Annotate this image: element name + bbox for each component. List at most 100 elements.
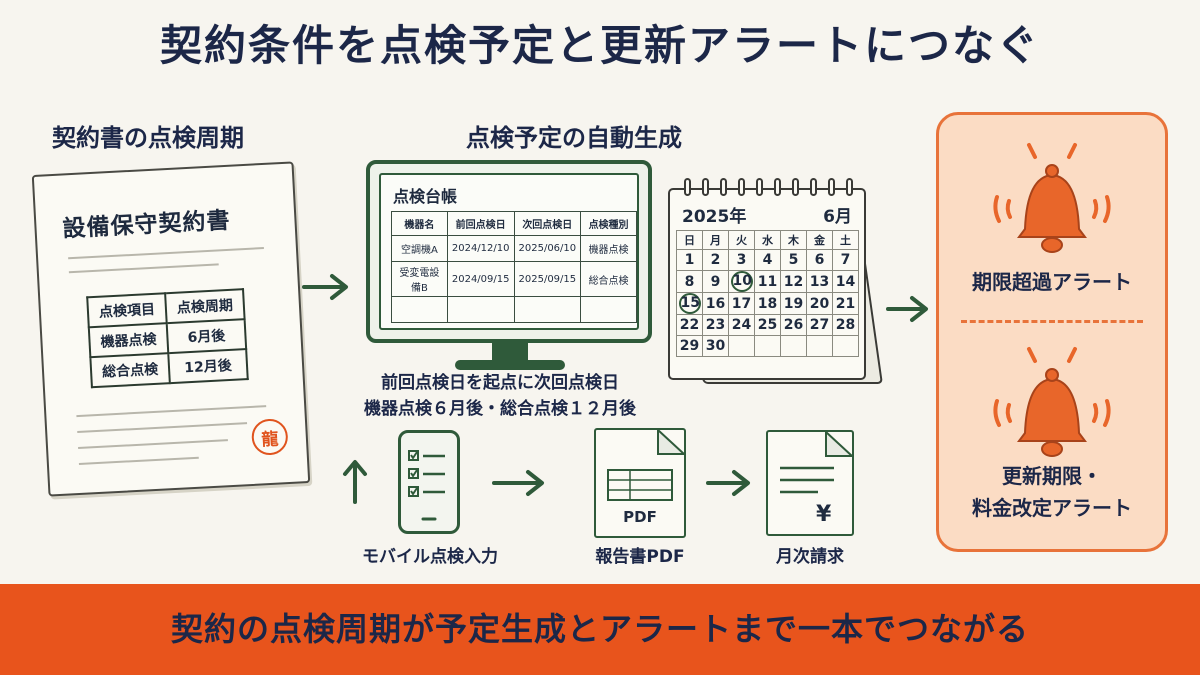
schedule-caption-line2: 機器点検６月後・総合点検１２月後 — [364, 399, 636, 419]
calendar-day: 20 — [806, 292, 833, 315]
yen-icon: ¥ — [816, 502, 832, 527]
calendar-weekday-row: 日月火水木金土 — [676, 230, 859, 250]
pdf-icon-label: PDF — [623, 508, 657, 526]
calendar-day — [780, 335, 807, 357]
table-cell: 総合点検 — [90, 353, 170, 388]
calendar-day-number: 28 — [835, 317, 856, 333]
inspection-cycle-table: 点検項目 点検周期 機器点検 6月後 総合点検 12月後 — [86, 288, 249, 388]
calendar-day: 6 — [806, 249, 833, 271]
table-row: 受変電設備B 2024/09/15 2025/09/15 総合点検 — [391, 261, 637, 297]
calendar-year: 2025年 — [682, 207, 747, 227]
calendar-day-number: 4 — [762, 252, 773, 268]
calendar-day: 1 — [676, 249, 703, 271]
calendar-day: 22 — [676, 314, 703, 336]
arrow-right-icon — [706, 470, 750, 496]
calendar-day-number: 1 — [684, 252, 695, 268]
overdue-alert-label: 期限超過アラート — [972, 270, 1132, 294]
contract-section-label: 契約書の点検周期 — [52, 124, 244, 152]
table-header-cell: 点検項目 — [87, 293, 167, 328]
contract-document: 設備保守契約書 点検項目 点検周期 機器点検 6月後 総合点検 12月後 龍 — [31, 161, 311, 498]
alert-panel: 期限超過アラート 更新期限・ 料金改定アラート — [936, 112, 1168, 552]
table-cell: 受変電設備B — [391, 261, 448, 297]
table-cell — [580, 296, 637, 323]
table-cell — [391, 296, 448, 323]
calendar-rings-icon — [684, 178, 853, 196]
calendar-day-number: 20 — [809, 295, 830, 312]
table-header-cell: 点検周期 — [165, 289, 245, 324]
calendar-day-number: 26 — [783, 317, 804, 333]
calendar-day — [754, 335, 781, 357]
calendar-day — [806, 335, 833, 357]
table-row — [391, 296, 637, 323]
calendar-day-number: 22 — [679, 317, 700, 333]
table-cell: 6月後 — [166, 319, 247, 354]
calendar-day-number: 23 — [705, 317, 726, 333]
arrow-right-icon — [886, 296, 928, 322]
calendar-weekday: 木 — [780, 230, 807, 250]
calendar-day-number: 16 — [705, 295, 726, 312]
calendar-weekday: 日 — [676, 230, 703, 250]
calendar-day: 16 — [702, 292, 729, 315]
table-cell: 2025/06/10 — [513, 235, 582, 262]
table-cell — [513, 296, 582, 323]
doc-text-line — [78, 439, 228, 450]
calendar-day-number: 5 — [788, 252, 799, 268]
calendar-day-number: 17 — [731, 295, 752, 312]
calendar-day: 2 — [702, 249, 729, 271]
doc-text-line — [68, 247, 264, 260]
ledger-title: 点検台帳 — [393, 187, 458, 206]
doc-text-line — [68, 263, 219, 274]
table-row: 機器名 前回点検日 次回点検日 点検種別 — [391, 211, 637, 236]
footer-band — [0, 584, 1200, 675]
renewal-alert-label-line2: 料金改定アラート — [972, 496, 1132, 520]
mobile-input-label: モバイル点検入力 — [362, 547, 498, 567]
calendar-day: 10 — [728, 270, 755, 293]
calendar-day: 3 — [728, 249, 755, 271]
alert-divider — [961, 320, 1143, 323]
monthly-billing-icon: ¥ — [766, 430, 854, 536]
table-cell: 機器点検 — [88, 323, 169, 358]
calendar-day-number: 11 — [757, 273, 778, 290]
calendar-day-number: 24 — [731, 317, 752, 333]
calendar-day: 11 — [754, 270, 781, 293]
calendar-day: 27 — [806, 314, 833, 336]
mobile-phone-icon — [398, 430, 460, 534]
calendar-day-number: 21 — [835, 295, 856, 312]
calendar-day: 19 — [780, 292, 807, 315]
doc-text-line — [78, 456, 199, 466]
calendar-day: 21 — [832, 292, 859, 315]
table-header-cell: 次回点検日 — [513, 211, 582, 236]
calendar-weekday: 火 — [728, 230, 755, 250]
calendar-day-number: 14 — [835, 273, 856, 290]
calendar-day: 15 — [676, 292, 703, 315]
doc-text-line — [76, 405, 267, 418]
arrow-right-icon — [302, 274, 348, 300]
calendar-day-number: 12 — [783, 273, 804, 290]
table-header-cell: 前回点検日 — [446, 211, 515, 236]
table-cell: 機器点検 — [580, 235, 637, 262]
calendar-day-number: 29 — [679, 338, 700, 354]
renewal-alert-label-line1: 更新期限・ — [1002, 464, 1102, 488]
calendar-day-number: 6 — [814, 252, 825, 268]
calendar-day: 4 — [754, 249, 781, 271]
calendar-day: 8 — [676, 270, 703, 293]
calendar-day: 23 — [702, 314, 729, 336]
calendar-day: 17 — [728, 292, 755, 315]
monitor-stand — [492, 342, 528, 364]
footer-message: 契約の点検周期が予定生成とアラートまで一本でつながる — [170, 610, 1029, 648]
calendar-day-number: 9 — [710, 273, 721, 290]
calendar-day: 30 — [702, 335, 729, 357]
arrow-up-icon — [343, 460, 367, 504]
calendar-day: 13 — [806, 270, 833, 293]
calendar-day-number: 27 — [809, 317, 830, 333]
inspection-ledger-table: 機器名 前回点検日 次回点検日 点検種別 空調機A 2024/12/10 202… — [391, 211, 637, 323]
calendar-weekday: 土 — [832, 230, 859, 250]
arrow-right-icon — [492, 470, 544, 496]
